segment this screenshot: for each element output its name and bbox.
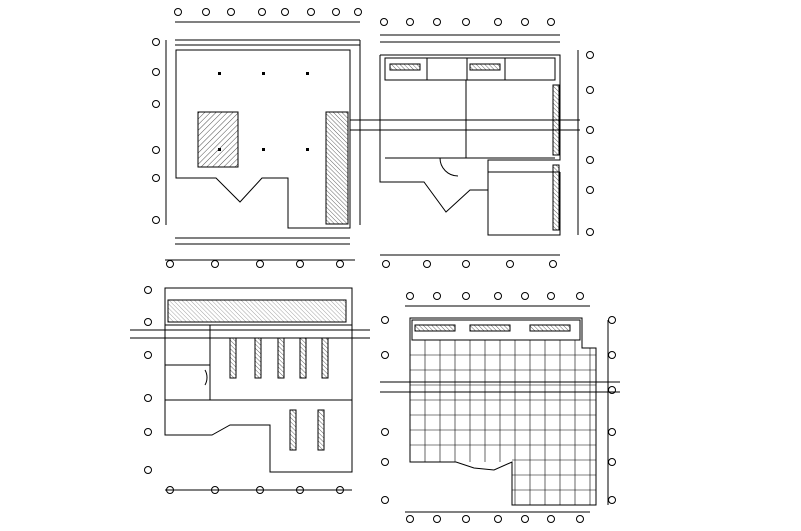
hatched-void <box>197 111 239 168</box>
outer-wall <box>409 317 597 506</box>
plan-bottom-left <box>130 259 370 494</box>
grid-bubbles-right <box>577 50 594 236</box>
plan-top-right <box>350 18 594 268</box>
stair-block <box>167 299 347 323</box>
hatched-strip <box>325 111 349 225</box>
grid-bubbles-right-br <box>608 316 616 504</box>
plan-top-left <box>152 8 362 245</box>
outer-wall <box>379 54 561 236</box>
service-rooms <box>384 57 556 81</box>
outer-wall <box>164 287 353 473</box>
grid-bubbles-top-br <box>406 292 584 300</box>
floor-tile-grid <box>410 340 596 505</box>
plan-bottom-right <box>380 292 620 523</box>
outer-wall <box>175 49 351 229</box>
service-band-br <box>411 319 581 341</box>
grid-bubbles-top-right <box>380 18 555 26</box>
grid-bubbles-bottom-bl <box>166 486 344 494</box>
dimension-line-top <box>175 21 360 46</box>
grid-bubbles-top <box>174 8 362 16</box>
grid-bubbles-top-bl <box>166 260 344 268</box>
grid-bubbles-bottom-right <box>382 260 557 268</box>
grid-bubbles-left-br <box>381 316 389 504</box>
grid-bubbles-bottom-br <box>406 515 584 523</box>
shelves <box>229 337 329 451</box>
grid-bubbles-left-bl <box>144 286 152 474</box>
grid-bubbles-left <box>152 38 167 225</box>
